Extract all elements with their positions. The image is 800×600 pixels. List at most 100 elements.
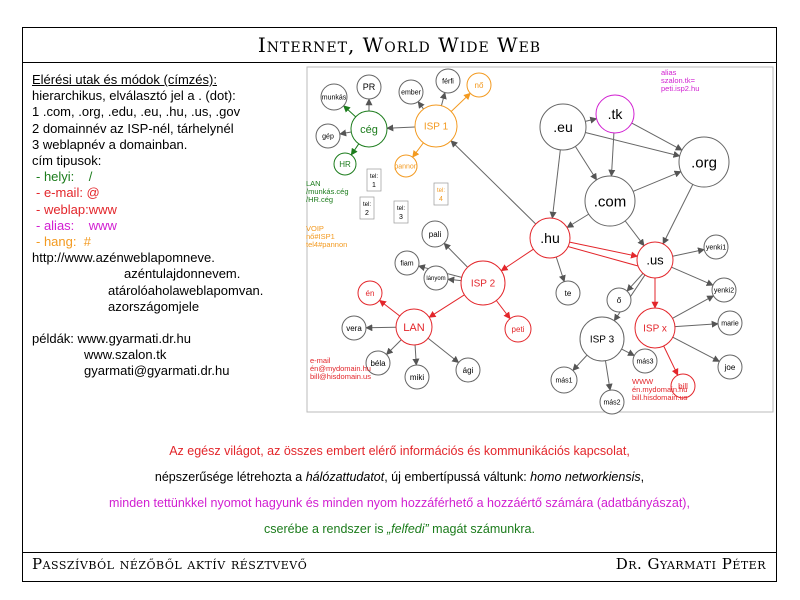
summary-text: Az egész világot, az összes embert elérő… <box>22 438 777 542</box>
node-label-peti: peti <box>512 325 525 334</box>
url-line: http://www.azénweblapomneve. <box>32 250 215 266</box>
node-fiam: fiam <box>394 250 420 276</box>
node-ferfi: férfi <box>435 68 461 94</box>
email-note-line: én@mydomain.hu <box>310 364 371 373</box>
www-note-line: bill.hisdomain.us <box>632 393 688 402</box>
node-vera: vera <box>341 315 367 341</box>
url-line: azországomjele <box>108 298 200 314</box>
node-te: te <box>555 280 581 306</box>
edge-us-yenki2 <box>671 266 714 286</box>
addressing-line: hierarchikus, elválasztó jel a . (dot): <box>32 88 236 104</box>
node-label-mas2: más2 <box>603 399 620 406</box>
edge-com-hu <box>566 213 589 228</box>
node-label-fiam: fiam <box>400 260 413 267</box>
summary-line-1: Az egész világot, az összes embert elérő… <box>169 444 630 458</box>
addressing-heading: Elérési utak és módok (címzés): <box>32 72 217 87</box>
node-mas3: más3 <box>632 348 658 374</box>
addressing-line: 1 .com, .org, .edu, .eu, .hu, .us, .gov <box>32 104 241 120</box>
example-line: www.szalon.tk <box>84 347 167 363</box>
node-label-gep: gép <box>322 133 334 140</box>
node-label-isp3: ISP 3 <box>590 335 615 346</box>
edge-isp2-pali <box>443 242 468 268</box>
edge-isp1-ceg <box>386 124 416 132</box>
node-org: .org <box>678 136 730 188</box>
tel-box: tel:3 <box>393 200 409 224</box>
node-label-bela: béla <box>370 359 386 368</box>
edge-hu-isp1 <box>450 140 537 225</box>
summary-line-3: minden tettünkkel nyomot hagyunk és mind… <box>109 496 690 510</box>
edge-eu-hu <box>549 149 561 219</box>
www-note-line: WWW <box>632 377 654 386</box>
tel-label: tel: <box>363 202 371 208</box>
node-eu: .eu <box>539 103 587 151</box>
node-label-munkas: munkás <box>322 94 347 101</box>
node-label-pannon: pannon <box>394 163 417 170</box>
node-label-lanyom: lányom <box>426 276 445 282</box>
page-frame <box>22 27 777 582</box>
node-o: ő <box>606 287 632 313</box>
email-note-line: bill@hisdomain.us <box>310 372 371 381</box>
footer-left: Passzívból nézőből aktív résztvevő <box>32 555 308 573</box>
edge-isp2-lanyom <box>447 276 462 284</box>
edge-isp2-lan <box>428 294 465 318</box>
edge-eu-com <box>574 146 598 181</box>
type-local: - helyi: / <box>36 169 93 185</box>
type-web: - weblap:www <box>36 201 117 217</box>
node-isp3: ISP 3 <box>579 316 625 362</box>
node-label-tk: .tk <box>608 106 624 122</box>
node-marie: marie <box>717 310 743 336</box>
edge-isp3-mas1 <box>572 354 588 371</box>
tel-box: tel:4 <box>433 182 449 206</box>
edge-hu-te <box>555 256 566 283</box>
edge-ceg-hr <box>350 143 360 156</box>
node-lanyom: lányom <box>423 265 449 291</box>
edge-isp1-ember <box>417 101 425 110</box>
node-label-bill: bill <box>678 382 688 391</box>
edge-isp1-no <box>450 92 471 112</box>
node-label-joe: joe <box>724 363 736 372</box>
node-label-en: én <box>366 289 375 298</box>
url-line: azéntulajdonnevem. <box>124 266 241 282</box>
node-label-hu: .hu <box>540 230 559 246</box>
addressing-text: Elérési utak és módok (címzés): hierarch… <box>32 72 307 380</box>
node-label-o: ő <box>617 296 622 305</box>
node-label-miki: miki <box>410 373 424 382</box>
diagram-edges <box>339 91 720 391</box>
node-label-marie: marie <box>721 320 739 327</box>
summary-emphasis: homo networkiensis <box>530 470 641 484</box>
summary-line-2: népszerűsége létrehozta a hálózattudatot… <box>22 464 777 490</box>
edge-us-yenki1 <box>672 247 705 257</box>
edge-isp3-mas3 <box>621 348 635 356</box>
alias-note-line: peti.isp2.hu <box>661 84 699 93</box>
node-label-mas1: más1 <box>555 377 572 384</box>
summary-text-part: , új embertípussá váltunk: <box>384 470 531 484</box>
edge-ispx-yenki2 <box>672 295 715 319</box>
edge-us-o <box>626 273 644 292</box>
footer-author: Dr. Gyarmati Péter <box>615 555 766 573</box>
node-yenki2: yenki2 <box>711 277 737 303</box>
edge-com-org <box>632 170 682 192</box>
lan-note: LAN/munkás.cég/HR.cég <box>306 179 349 204</box>
summary-text-part: cserébe a rendszer is <box>264 522 387 536</box>
node-label-yenki2: yenki2 <box>714 287 734 294</box>
node-mas2: más2 <box>599 389 625 415</box>
edge-ispx-marie <box>674 320 719 328</box>
addressing-line: 3 weblapnév a domainban. <box>32 136 188 152</box>
node-label-ferfi: férfi <box>442 78 454 85</box>
node-mas1: más1 <box>550 366 578 394</box>
edge-isp1-ferfi <box>439 91 447 106</box>
edge-isp3-mas2 <box>604 360 613 391</box>
edge-lan-miki <box>412 344 420 366</box>
edge-isp1-pannon <box>412 142 424 158</box>
node-hr: HR <box>333 152 357 176</box>
tel-label: tel: <box>370 174 378 180</box>
tel-number: 1 <box>372 182 376 189</box>
node-bill: bill <box>670 373 696 399</box>
tel-box: tel: 2 <box>359 196 375 220</box>
tel-number: 2 <box>365 210 369 217</box>
node-ispx: ISP x <box>634 307 676 349</box>
node-label-te: te <box>565 289 572 298</box>
